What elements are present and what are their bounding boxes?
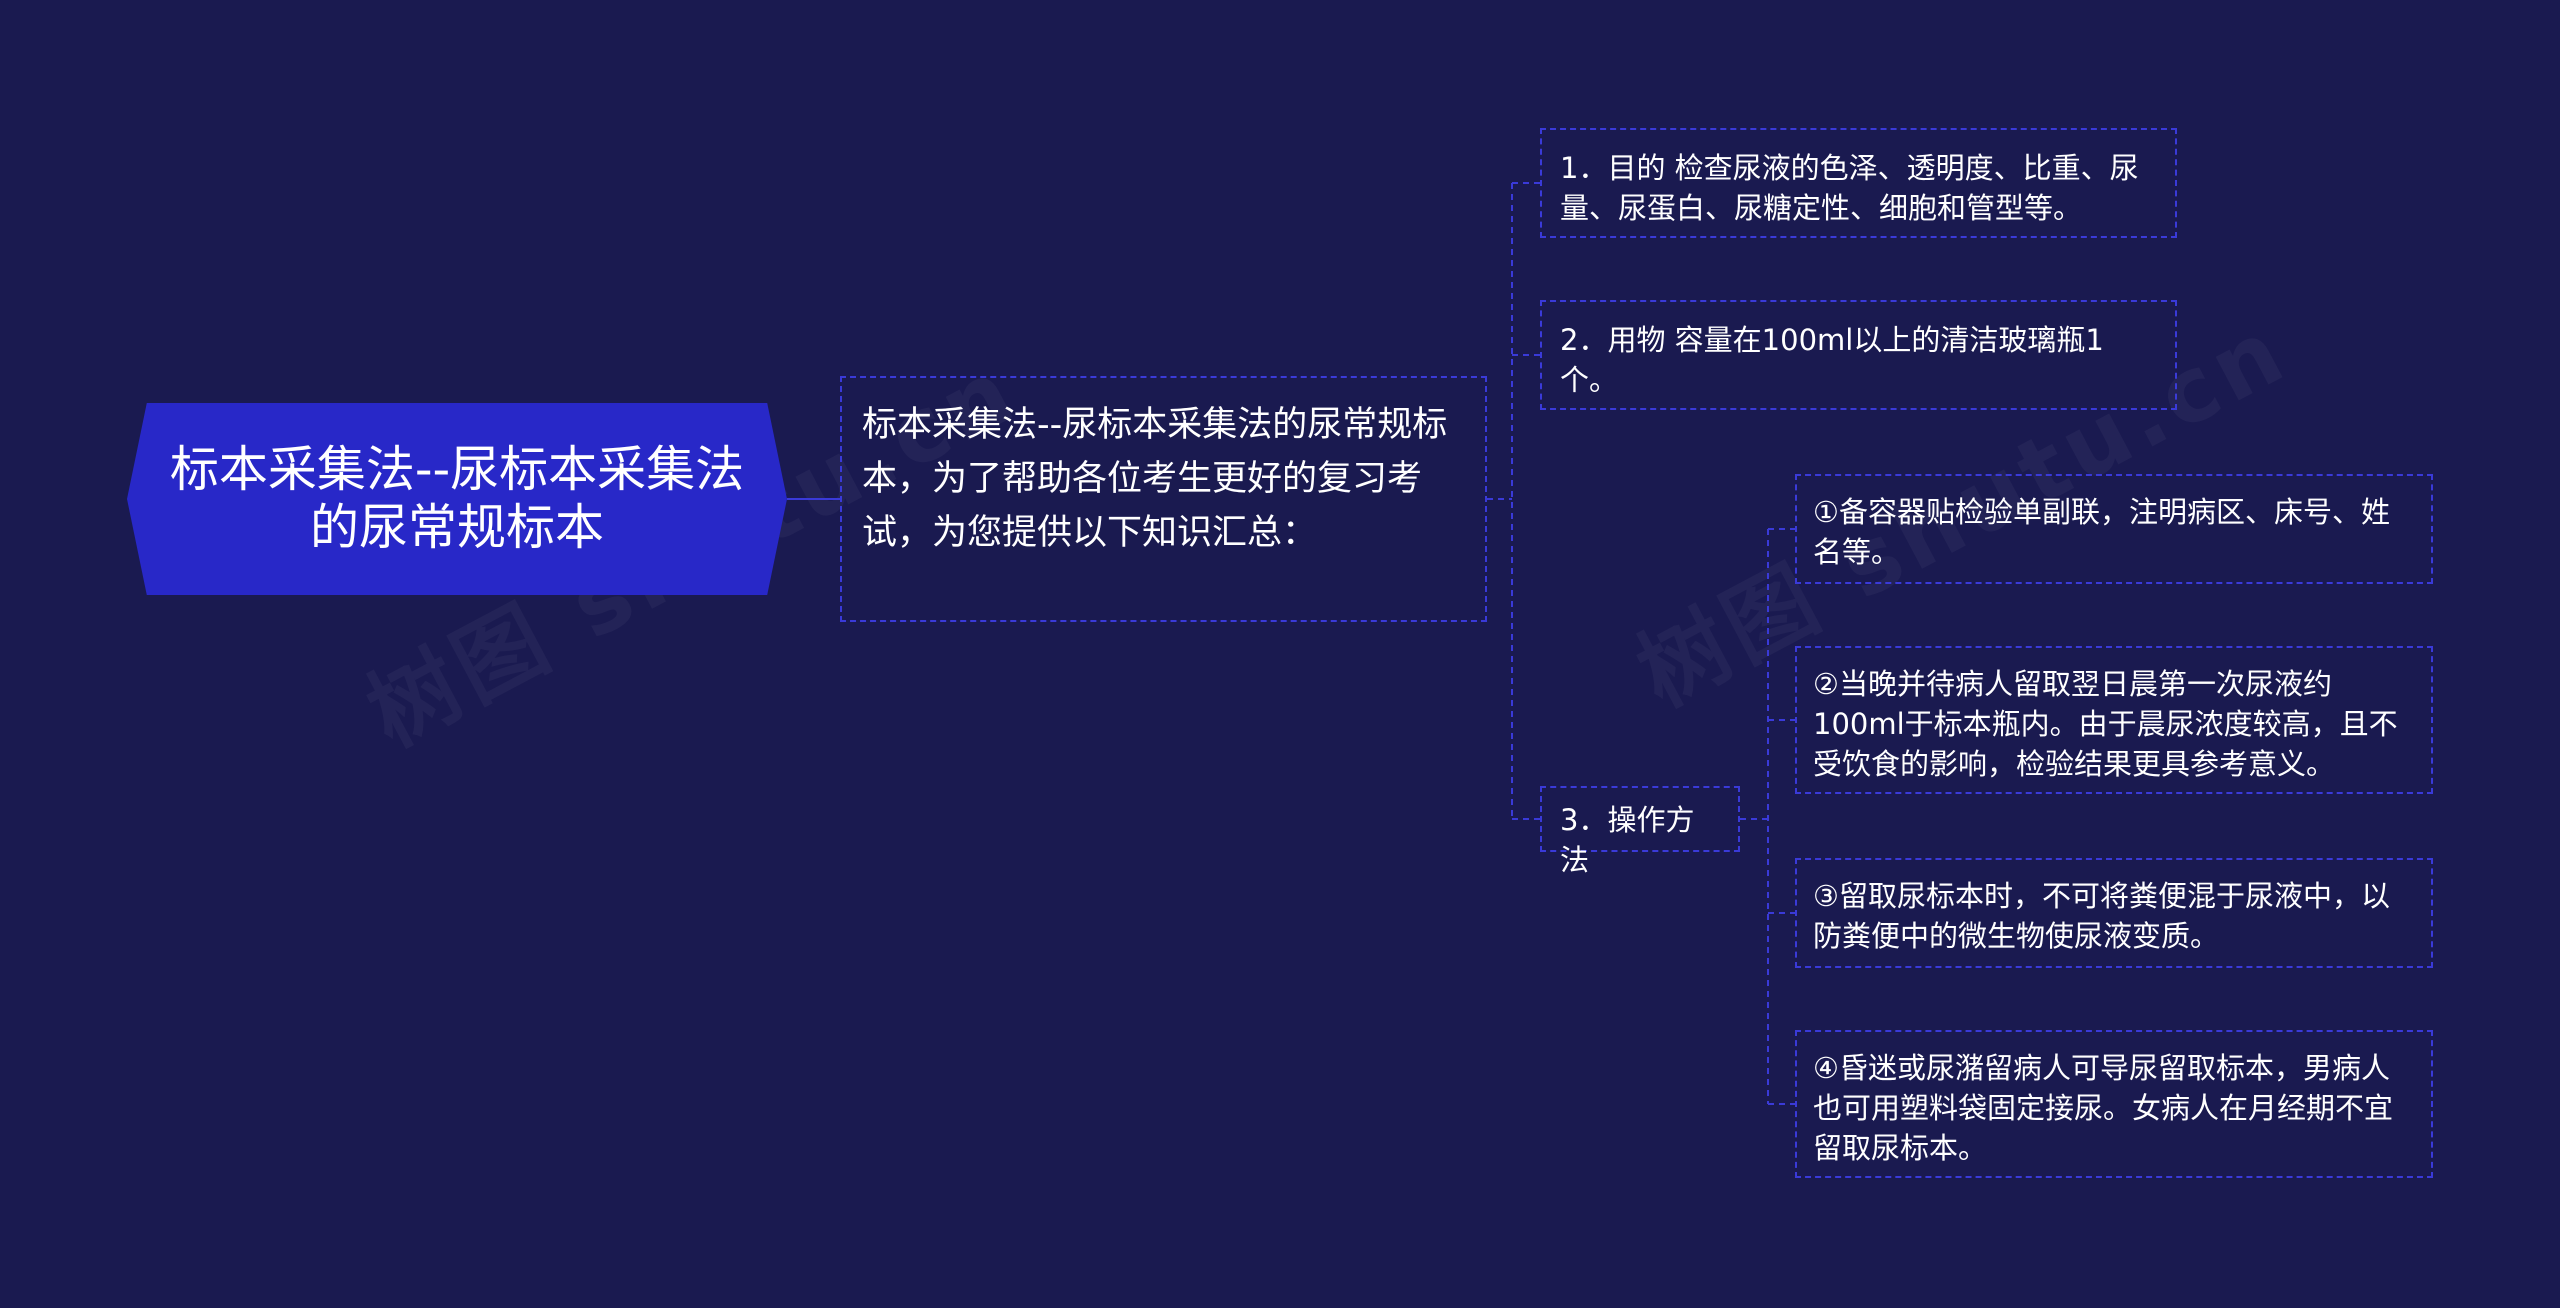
step-node-label: ①备容器贴检验单副联，注明病区、床号、姓名等。 [1813, 495, 2390, 569]
step-node-label: ③留取尿标本时，不可将粪便混于尿液中，以防粪便中的微生物使尿液变质。 [1813, 879, 2390, 953]
step-node-label: ②当晚并待病人留取翌日晨第一次尿液约100ml于标本瓶内。由于晨尿浓度较高，且不… [1813, 667, 2398, 781]
tools-node[interactable]: 2．用物 容量在100ml以上的清洁玻璃瓶1个。 [1540, 300, 2177, 410]
summary-node[interactable]: 标本采集法--尿标本采集法的尿常规标本，为了帮助各位考生更好的复习考试，为您提供… [840, 376, 1487, 622]
step-node-label: ④昏迷或尿潴留病人可导尿留取标本，男病人也可用塑料袋固定接尿。女病人在月经期不宜… [1813, 1051, 2394, 1165]
purpose-node[interactable]: 1．目的 检查尿液的色泽、透明度、比重、尿量、尿蛋白、尿糖定性、细胞和管型等。 [1540, 128, 2177, 238]
method-node-label: 3．操作方法 [1560, 803, 1695, 877]
summary-node-label: 标本采集法--尿标本采集法的尿常规标本，为了帮助各位考生更好的复习考试，为您提供… [862, 405, 1448, 553]
step-node-4[interactable]: ④昏迷或尿潴留病人可导尿留取标本，男病人也可用塑料袋固定接尿。女病人在月经期不宜… [1795, 1030, 2433, 1178]
step-node-1[interactable]: ①备容器贴检验单副联，注明病区、床号、姓名等。 [1795, 474, 2433, 584]
root-node[interactable]: 标本采集法--尿标本采集法的尿常规标本 [127, 403, 787, 595]
method-node[interactable]: 3．操作方法 [1540, 786, 1740, 877]
step-node-2[interactable]: ②当晚并待病人留取翌日晨第一次尿液约100ml于标本瓶内。由于晨尿浓度较高，且不… [1795, 646, 2433, 794]
purpose-node-label: 1．目的 检查尿液的色泽、透明度、比重、尿量、尿蛋白、尿糖定性、细胞和管型等。 [1560, 151, 2139, 225]
root-node-label: 标本采集法--尿标本采集法的尿常规标本 [169, 441, 745, 556]
tools-node-label: 2．用物 容量在100ml以上的清洁玻璃瓶1个。 [1560, 323, 2104, 397]
step-node-3[interactable]: ③留取尿标本时，不可将粪便混于尿液中，以防粪便中的微生物使尿液变质。 [1795, 858, 2433, 968]
